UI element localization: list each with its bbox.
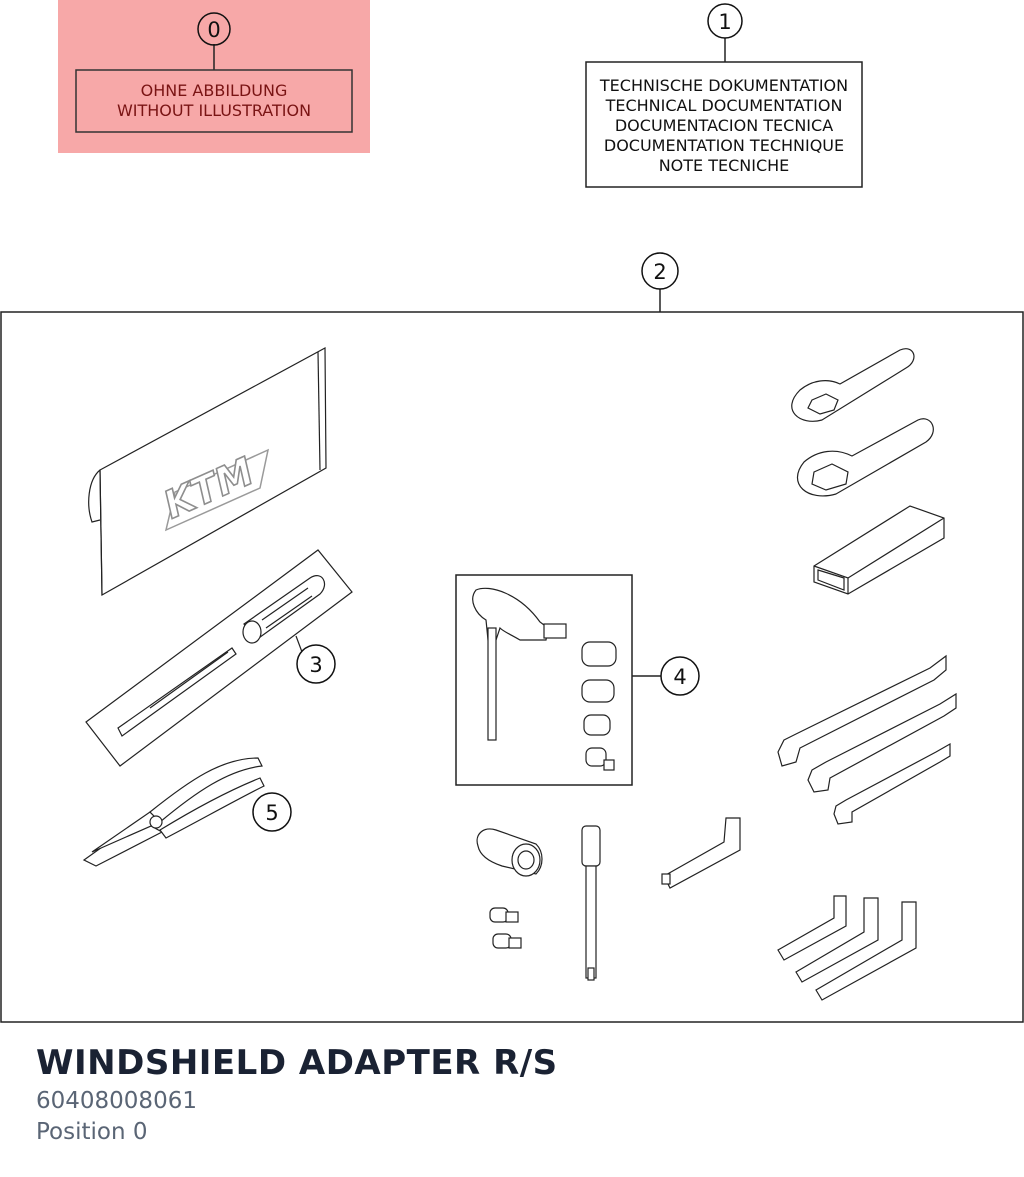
callout-3-group[interactable]: 3	[296, 644, 336, 684]
callout-3-circle[interactable]	[296, 644, 336, 684]
no-illustration-group[interactable]: OHNE ABBILDUNG WITHOUT ILLUSTRATION 0	[58, 0, 370, 153]
socket-and-bits	[476, 828, 543, 949]
tech-doc-group[interactable]: TECHNISCHE DOKUMENTATION TECHNICAL DOCUM…	[585, 3, 863, 188]
footer: WINDSHIELD ADAPTER R/S 60408008061 Posit…	[36, 1040, 558, 1148]
extension-bar	[581, 825, 601, 981]
callout-5-circle[interactable]	[252, 792, 292, 832]
callout-5-group[interactable]: 5	[252, 792, 292, 832]
no-illustration-line-2: WITHOUT ILLUSTRATION	[117, 101, 311, 120]
callout-5-label: 5	[265, 801, 278, 825]
tech-doc-line-4: DOCUMENTATION TECHNIQUE	[604, 136, 844, 155]
tool-bag: KTM	[88, 346, 327, 597]
torx-key	[661, 817, 741, 889]
screwdriver-set	[85, 549, 353, 767]
exploded-view-diagram: OHNE ABBILDUNG WITHOUT ILLUSTRATION 0 TE…	[0, 0, 1024, 1023]
tech-doc-line-1: TECHNISCHE DOKUMENTATION	[599, 76, 848, 95]
no-illustration-box	[75, 69, 353, 133]
ring-spanners	[791, 348, 934, 497]
position-label: Position 0	[36, 1119, 148, 1145]
callout-4-label: 4	[673, 665, 686, 689]
callout-1-circle[interactable]	[707, 3, 743, 39]
callout-1-label: 1	[718, 10, 731, 34]
open-end-wrenches	[777, 654, 957, 825]
no-illustration-line-1: OHNE ABBILDUNG	[141, 81, 288, 100]
tech-doc-line-2: TECHNICAL DOCUMENTATION	[605, 96, 843, 115]
callout-4-circle[interactable]	[660, 656, 700, 696]
tool-kit-group[interactable]: 2	[0, 252, 1024, 1023]
callout-2-label: 2	[653, 260, 666, 284]
pliers	[82, 757, 265, 867]
callout-3-label: 3	[309, 653, 322, 677]
page-title: WINDSHIELD ADAPTER R/S	[36, 1043, 558, 1083]
callout-0-circle[interactable]	[197, 12, 231, 46]
tool-kit-frame	[0, 311, 1024, 1023]
tech-doc-box	[585, 61, 863, 188]
box-wrench	[813, 505, 945, 595]
part-number: 60408008061	[36, 1088, 197, 1114]
callout-4-group[interactable]: 4	[632, 656, 700, 696]
highlight-area	[58, 0, 370, 153]
hex-keys	[777, 895, 917, 1001]
tech-doc-line-5: NOTE TECNICHE	[659, 156, 790, 175]
callout-2-circle[interactable]	[641, 252, 679, 290]
tech-doc-line-3: DOCUMENTACION TECNICA	[615, 116, 833, 135]
callout-0-label: 0	[207, 18, 220, 42]
t-handle-socket-set	[455, 574, 633, 786]
